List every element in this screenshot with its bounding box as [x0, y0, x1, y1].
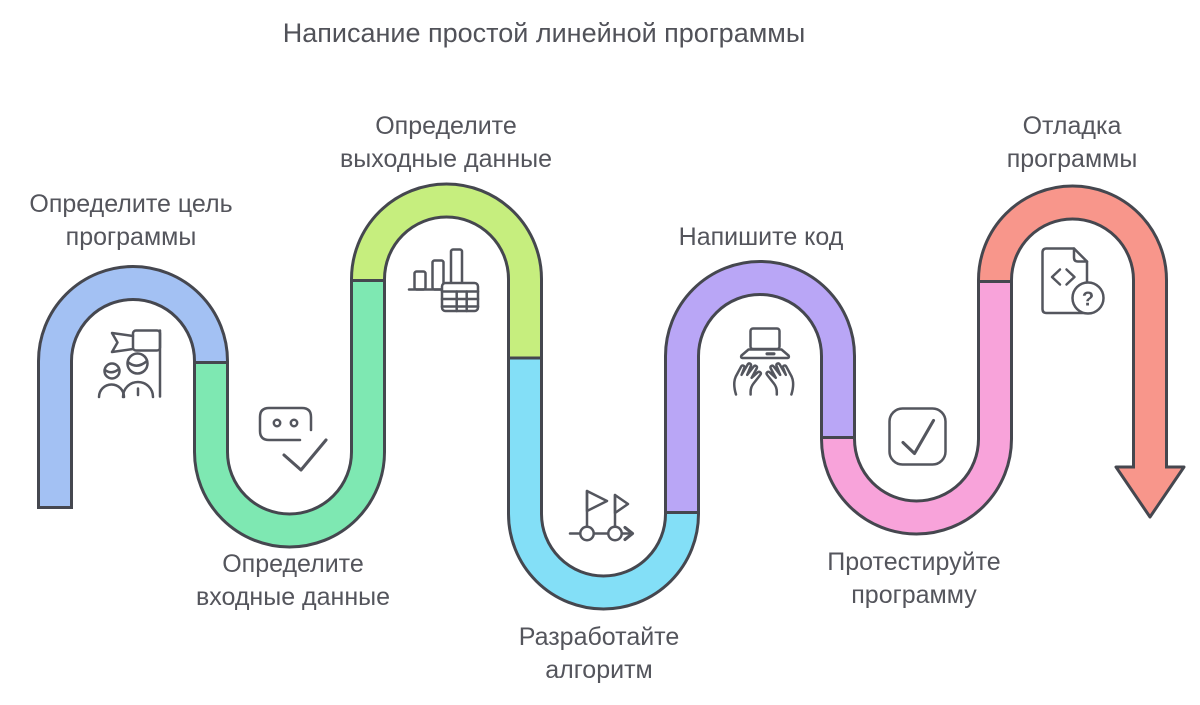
checkbox-check-icon	[888, 407, 947, 466]
step-label-write-code: Напишите код	[678, 223, 844, 251]
path-segment-2-input	[196, 282, 383, 546]
milestone-flags-arrow-icon	[568, 489, 635, 542]
step-label-define-goal: Определите цель программы	[29, 190, 233, 251]
team-goal-flag-icon	[97, 329, 162, 399]
laptop-typing-hands-icon	[733, 327, 795, 396]
step-label-debug-program: Отладка программы	[1006, 112, 1138, 173]
code-file-question-icon: ?	[1041, 247, 1105, 315]
diagram-title: Написание простой линейной программы	[282, 18, 806, 48]
question-mark-glyph: ?	[1082, 289, 1094, 311]
path-segment-6-test	[823, 283, 1010, 533]
step-label-define-output: Определите выходные данные	[339, 112, 553, 173]
arrow-head	[1114, 465, 1186, 519]
step-label-develop-algorithm: Разработайте алгоритм	[518, 623, 680, 684]
step-label-define-input: Определите входные данные	[195, 550, 391, 611]
path-segment-5-code	[667, 263, 853, 511]
path-segment-3-output	[353, 185, 540, 357]
bar-chart-table-icon	[407, 248, 480, 313]
step-label-test-program: Протестируйте программу	[827, 548, 1001, 609]
path-segment-4-algorithm	[510, 359, 697, 608]
card-dots-check-icon	[258, 406, 328, 472]
path-segment-7-debug	[980, 187, 1165, 470]
path-segment-1-goal	[40, 268, 226, 506]
